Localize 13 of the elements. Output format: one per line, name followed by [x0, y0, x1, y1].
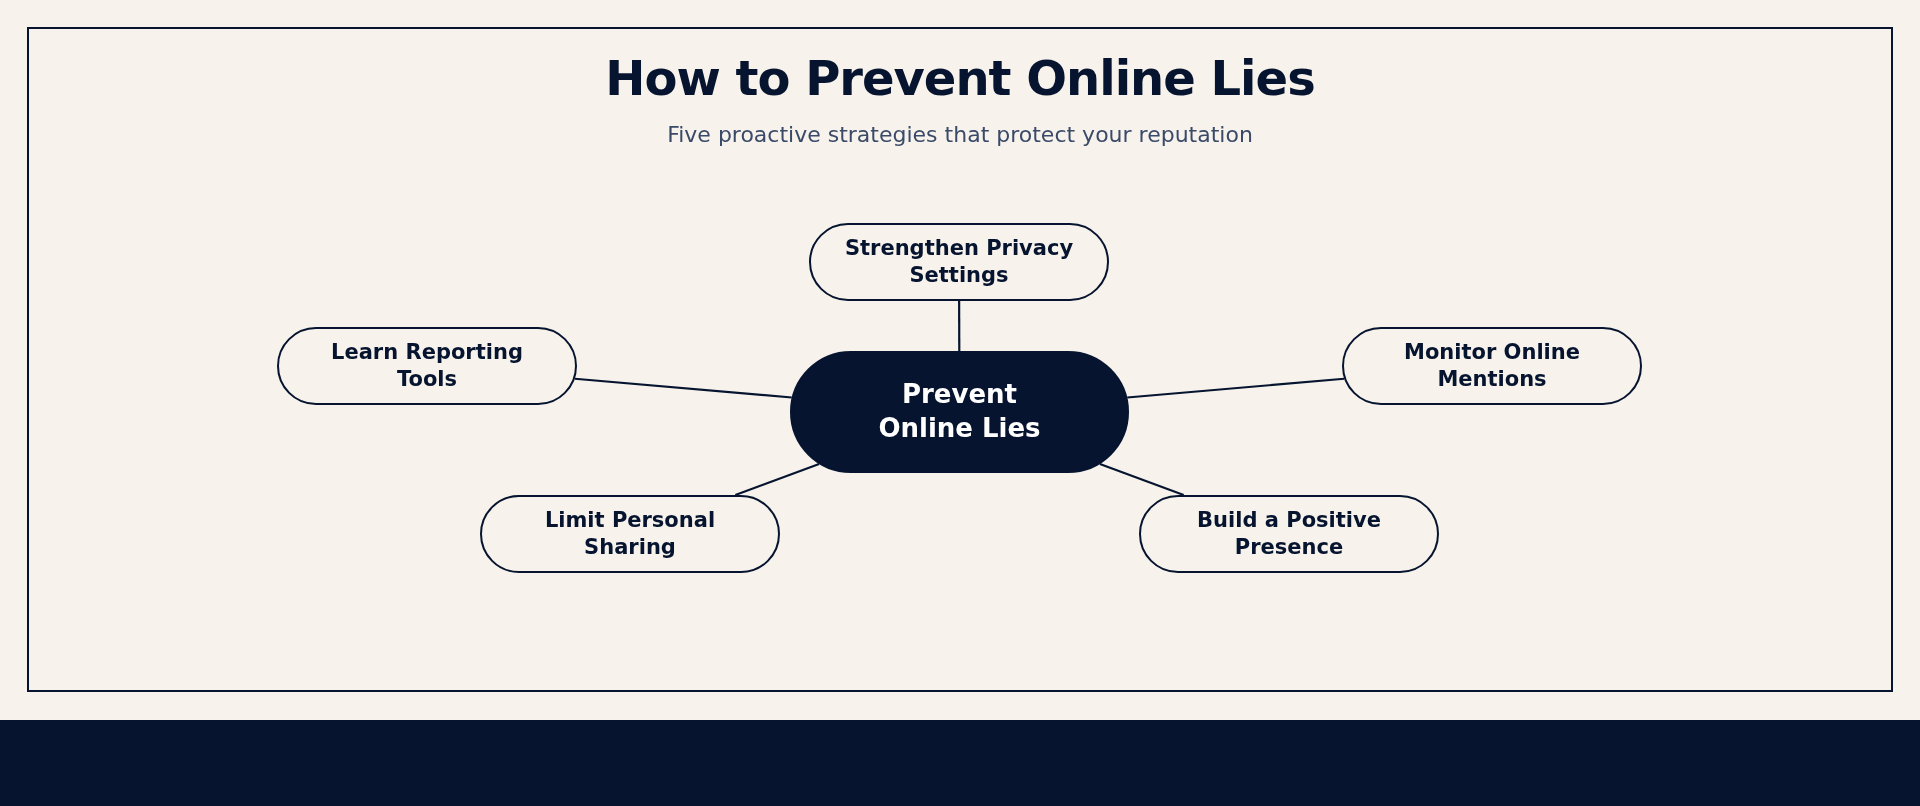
subtitle: Five proactive strategies that protect your reputation [666, 122, 1254, 147]
title: How to Prevent Online Lies [604, 50, 1316, 106]
central-pill: Prevent Online Lies [790, 351, 1129, 473]
connector-line [958, 301, 961, 351]
strategy-pill: Strengthen Privacy Settings [809, 223, 1109, 301]
strategy-pill: Limit Personal Sharing [480, 495, 780, 573]
connector-line [1099, 462, 1185, 497]
strategy-pill: Monitor Online Mentions [1342, 327, 1642, 405]
connector-line [734, 462, 820, 497]
strategy-pill: Build a Positive Presence [1139, 495, 1439, 573]
connector-line [574, 377, 792, 399]
strategy-pill: Learn Reporting Tools [277, 327, 577, 405]
connector-line [1127, 377, 1345, 399]
